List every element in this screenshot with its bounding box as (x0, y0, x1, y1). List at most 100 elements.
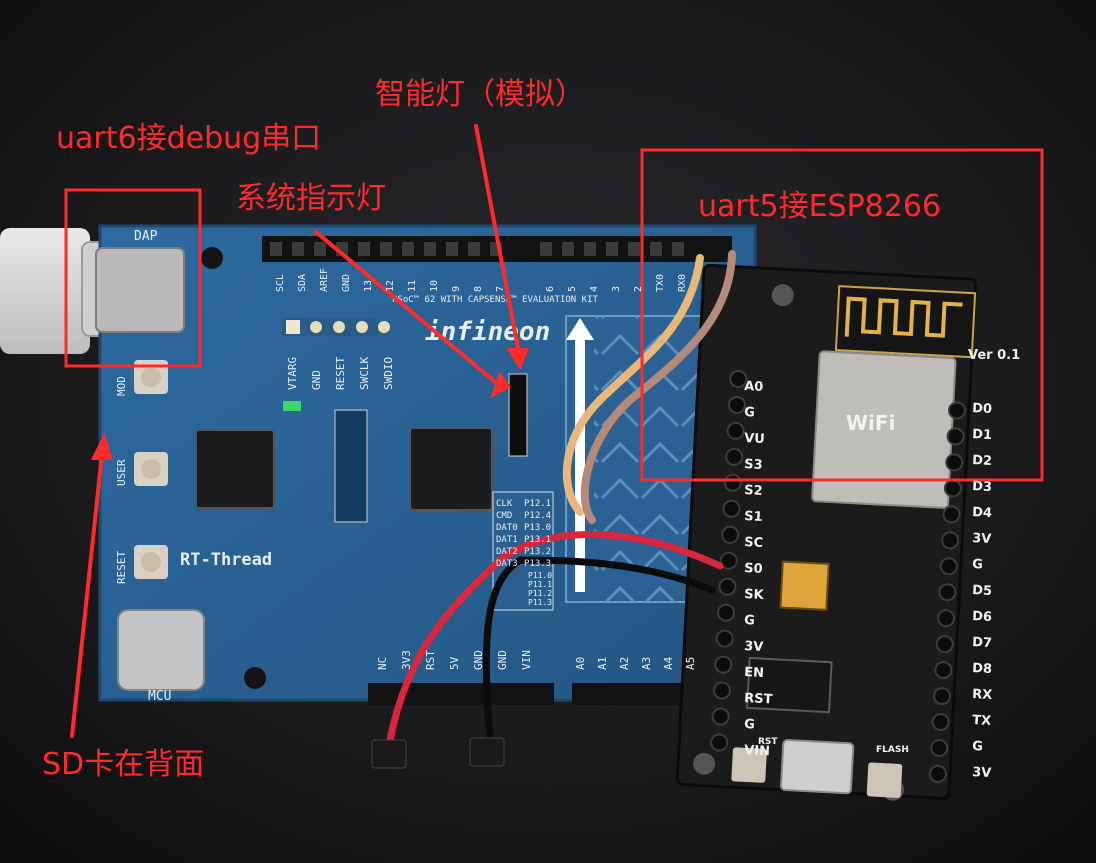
esp-left-pin-label: SK (744, 587, 765, 603)
uart5-highlight-box (640, 148, 1044, 482)
esp-flash-label: FLASH (876, 745, 909, 755)
esp-left-pin-label: 3V (744, 639, 764, 655)
esp-right-pin-label: 3V (972, 765, 992, 781)
user-button-label: USER (115, 459, 128, 486)
mcu-label: MCU (148, 689, 171, 704)
power-pin-label: GND (472, 650, 485, 670)
swd-pin-label: VTARG (286, 357, 299, 390)
esp-left-pin-label: RST (744, 691, 773, 707)
esp-left-pin-label: A0 (744, 379, 764, 395)
wire-tx (562, 254, 704, 516)
analog-pin-label: A4 (662, 656, 675, 670)
sd-pin-table (492, 491, 554, 611)
top-pin-label: 9 (451, 286, 462, 292)
esp-left-pin-label: VIN (744, 743, 771, 759)
sd-pin-label: P13.2 (524, 547, 551, 557)
swd-header (282, 318, 390, 336)
sd-pin-label: P12.1 (524, 499, 551, 509)
jumper-plug (469, 737, 505, 767)
esp-left-pin-label: EN (744, 665, 765, 681)
esp-rst-button[interactable] (731, 747, 767, 783)
top-pin-label: RX0 (677, 274, 688, 292)
dap-usb-port[interactable] (95, 247, 185, 333)
sd-signal-label: DAT0 (496, 523, 518, 533)
eval-kit-label: PSoC™ 62 WITH CAPSENSE™ EVALUATION KIT (392, 295, 598, 305)
top-pin-label: TX0 (655, 274, 666, 292)
infineon-logo: infineon (425, 317, 550, 347)
sd-signal-label: DAT2 (496, 547, 518, 557)
power-pin-label: RST (424, 650, 437, 670)
sd-signal-label: CMD (496, 511, 512, 521)
power-header (368, 683, 554, 705)
wire-rx (580, 250, 736, 524)
top-pin-label: 10 (429, 280, 440, 292)
esp-left-pin-label: G (744, 405, 755, 421)
jumper-plug (371, 739, 407, 769)
power-pin-label: GND (496, 650, 509, 670)
swd-pin-label: SWDIO (382, 357, 395, 390)
p11-pin-label: P11.3 (528, 598, 552, 607)
esp-left-pin-label: S2 (744, 483, 763, 499)
analog-pin-label: A3 (640, 657, 653, 670)
system-led-annotation: 系统指示灯 (236, 181, 386, 216)
top-pin-label: GND (341, 274, 352, 292)
analog-pin-label: A1 (596, 657, 609, 670)
sd-card-annotation: SD卡在背面 (42, 747, 205, 782)
usb-cable (0, 228, 90, 354)
top-pin-label: 7 (495, 286, 506, 292)
esp-right-pin-label: TX (972, 713, 992, 729)
esp-right-pin-label: D5 (972, 583, 993, 599)
uart6-annotation: uart6接debug串口 (56, 121, 322, 156)
power-pin-label: VIN (520, 650, 533, 670)
top-pin-label: 6 (545, 286, 556, 292)
mount-hole (693, 752, 716, 775)
sd-signal-label: DAT3 (496, 559, 518, 569)
analog-pin-label: A0 (574, 657, 587, 670)
top-pin-label: 5 (567, 286, 578, 292)
p11-pin-label: P11.2 (528, 589, 552, 598)
esp-left-pin-label: S1 (744, 509, 763, 525)
swd-pin-label: RESET (334, 357, 347, 390)
top-pin-label: 3 (611, 286, 622, 292)
top-pin-label: SDA (297, 274, 308, 292)
micro-usb-port[interactable] (780, 739, 855, 795)
debugger-chip (195, 429, 275, 509)
system-led-arrow (314, 230, 502, 388)
reset-button-label: RESET (115, 551, 128, 584)
smart-light-annotation: 智能灯（模拟） (375, 77, 585, 112)
esp-right-pin-label: G (972, 557, 983, 573)
sd-pin-label: P13.1 (524, 535, 551, 545)
esp-right-pin-label: D4 (972, 505, 993, 521)
analog-header (572, 683, 700, 705)
esp-right-pin-label: D3 (972, 479, 993, 495)
analog-pin-label: A2 (618, 657, 631, 670)
top-pin-label: AREF (319, 268, 330, 292)
top-pin-label: 12 (385, 280, 396, 292)
mcu-usb-port[interactable] (117, 609, 205, 691)
system-led (283, 401, 301, 411)
swd-pin-label: SWCLK (358, 357, 371, 390)
esp-right-pin-label: D6 (972, 609, 993, 625)
swd-pin-label: GND (310, 370, 323, 390)
esp-right-pin-label: 3V (972, 531, 992, 547)
sd-signal-label: CLK (496, 499, 513, 509)
top-pin-label: 4 (589, 286, 600, 292)
esp-right-pin-label: D0 (972, 401, 993, 417)
mount-hole (771, 284, 794, 307)
esp-right-pin-label: D7 (972, 635, 993, 651)
top-pin-label: 8 (473, 286, 484, 292)
top-pin-label: 2 (633, 286, 644, 292)
sd-card-arrow (70, 452, 104, 738)
esp-right-pin-label: D2 (972, 453, 993, 469)
sd-pin-label: P13.0 (524, 523, 551, 533)
p11-pin-label: P11.0 (528, 571, 552, 580)
power-pin-label: 5V (448, 656, 461, 670)
smart-light-arrow (474, 124, 520, 350)
wifi-badge: WiFi (846, 411, 895, 435)
uart5-annotation: uart5接ESP8266 (698, 189, 942, 224)
rt-thread-logo: RT-Thread (180, 550, 272, 570)
top-pin-label: SCL (275, 274, 286, 292)
esp-flash-button[interactable] (866, 762, 903, 798)
